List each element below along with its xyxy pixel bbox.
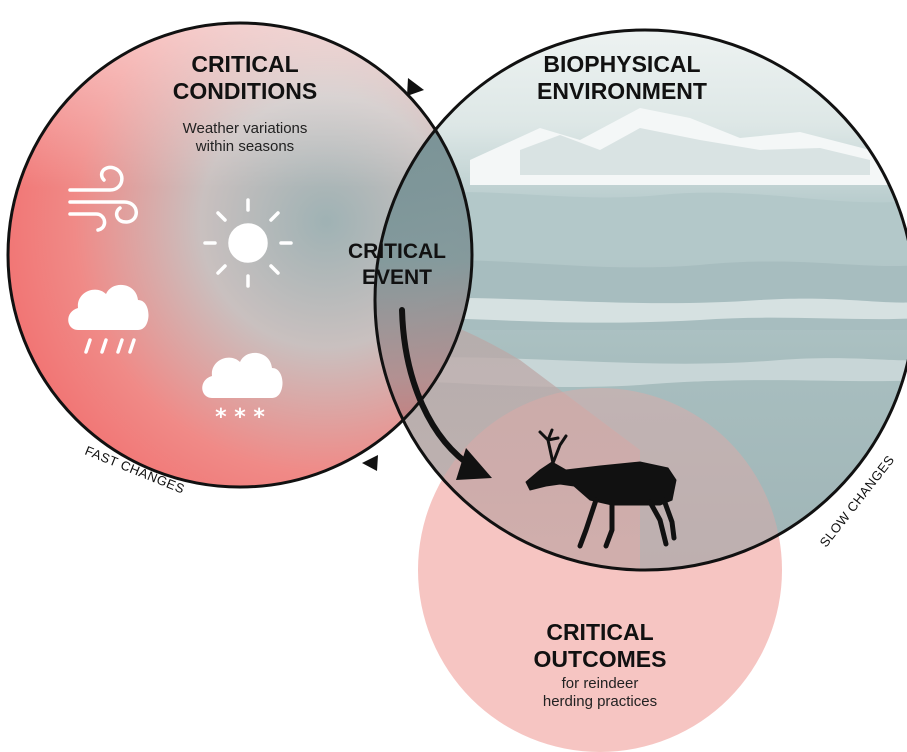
critical-event-title-2: EVENT (362, 266, 432, 289)
reindeer-icon (525, 428, 677, 549)
critical-conditions-title-2: CONDITIONS (173, 78, 317, 104)
critical-outcomes-title-1: CRITICAL (546, 619, 653, 645)
rain-cloud-icon (68, 284, 149, 354)
biophysical-environment-title-1: BIOPHYSICAL (543, 51, 700, 77)
critical-conditions-subtitle-2: within seasons (195, 138, 294, 155)
svg-text:* * *: * * * (215, 405, 265, 430)
biophysical-environment-outline (373, 28, 907, 572)
biophysical-environment-title-2: ENVIRONMENT (537, 78, 707, 104)
critical-outcomes-title-2: OUTCOMES (534, 646, 667, 672)
wind-icon (68, 165, 138, 232)
critical-event-title-1: CRITICAL (348, 240, 446, 263)
cycle-arrow-bottom-icon (362, 455, 378, 471)
critical-conditions-subtitle-1: Weather variations (183, 120, 308, 137)
event-to-outcome-arrow (399, 307, 477, 471)
arrow-head-icon (456, 448, 492, 480)
critical-outcomes-subtitle-2: herding practices (543, 693, 657, 710)
critical-conditions-outline (6, 21, 474, 489)
critical-conditions-title-1: CRITICAL (191, 51, 298, 77)
critical-outcomes-subtitle-1: for reindeer (562, 675, 639, 692)
snow-cloud-icon: * * * (202, 352, 283, 430)
sun-icon (203, 198, 293, 288)
cycle-arrow-top-icon (407, 78, 424, 96)
